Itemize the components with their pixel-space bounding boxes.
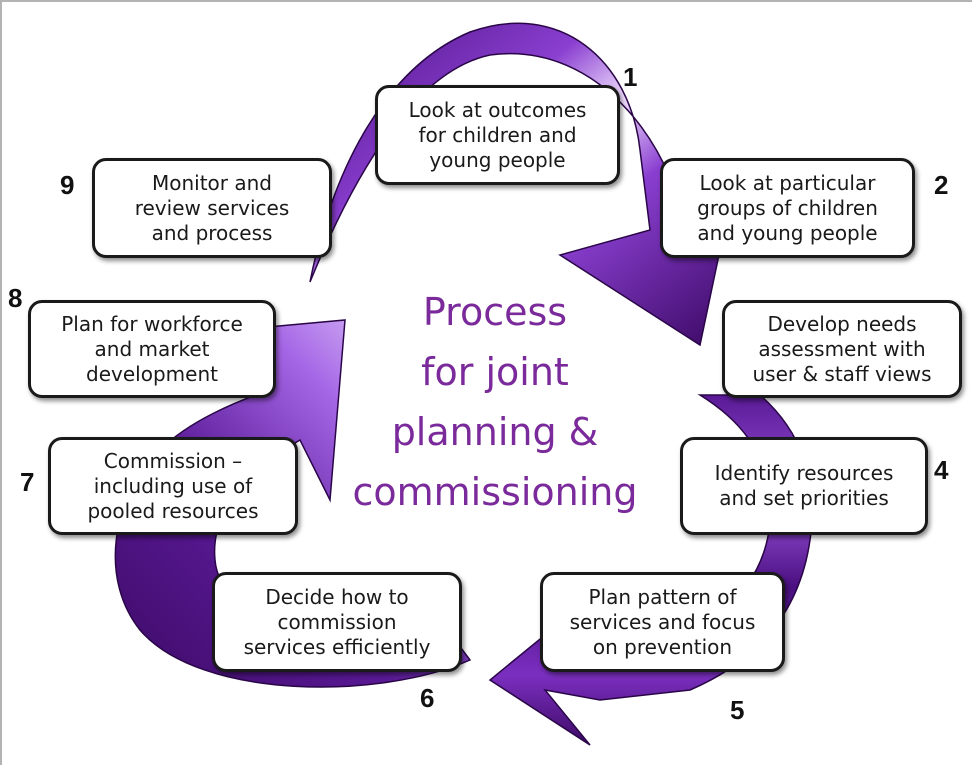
step-3-box: Develop needs assessment with user & sta… — [722, 300, 962, 398]
step-7-box: Commission – including use of pooled res… — [48, 437, 298, 535]
step-6-number: 6 — [420, 683, 435, 713]
step-1-number: 1 — [623, 62, 638, 92]
step-8-number: 8 — [8, 283, 23, 313]
step-2-box: Look at particular groups of children an… — [660, 158, 915, 258]
step-7-number: 7 — [20, 467, 35, 497]
step-6-box: Decide how to commission services effici… — [212, 572, 462, 672]
step-5-number: 5 — [730, 695, 745, 725]
step-1-box: Look at outcomes for children and young … — [375, 85, 620, 185]
step-5-box: Plan pattern of services and focus on pr… — [540, 572, 785, 672]
step-4-box: Identify resources and set priorities — [680, 437, 928, 535]
step-9-box: Monitor and review services and process — [92, 158, 332, 258]
step-4-number: 4 — [934, 455, 949, 485]
step-8-box: Plan for workforce and market developmen… — [28, 300, 276, 398]
step-9-number: 9 — [60, 170, 75, 200]
diagram-title: Process for joint planning & commissioni… — [352, 290, 638, 514]
step-2-number: 2 — [934, 170, 949, 200]
